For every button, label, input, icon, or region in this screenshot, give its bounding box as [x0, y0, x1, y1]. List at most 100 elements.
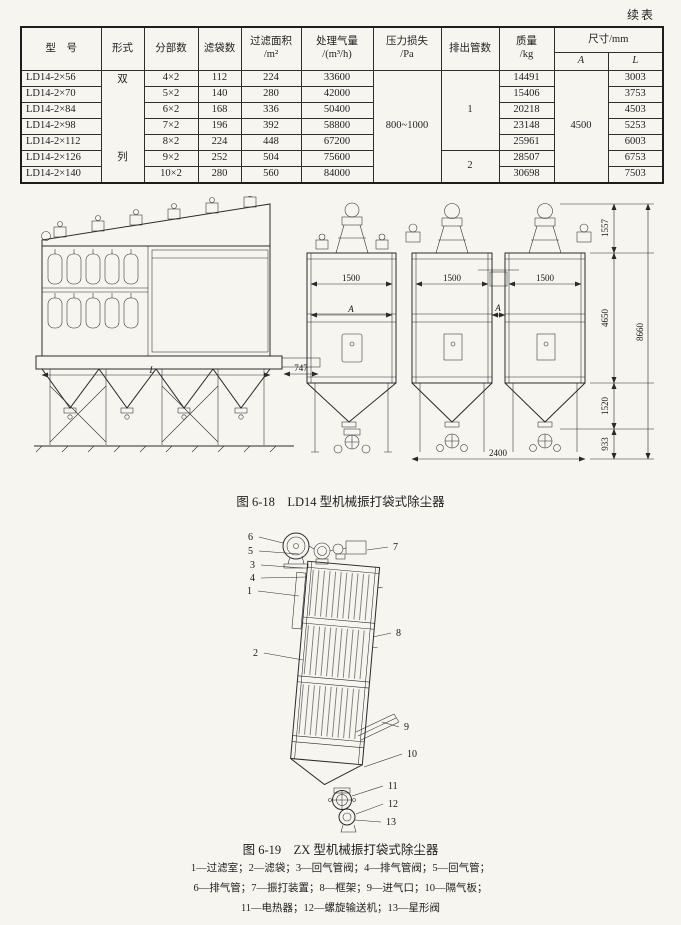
cell-form: 双 列 — [100, 70, 145, 184]
cell-outlets-1: 1 — [440, 70, 500, 151]
cell-capacity: 67200 — [300, 134, 374, 151]
header-capacity-line2: /(m³/h) — [322, 49, 352, 60]
fig2-inlet-duct — [355, 713, 400, 741]
cell-dim-l: 5253 — [607, 118, 664, 135]
table-row: LD14-2×70 5×2 140 280 42000 15406 3753 — [20, 86, 664, 103]
header-capacity-line1: 处理气量 — [316, 36, 358, 48]
header-dim-l: L — [607, 52, 664, 71]
parts-list-line-1: 1—过滤室；2—滤袋；3—回气管阀；4—排气管阀；5—回气管； — [190, 863, 491, 874]
callout-1: 1 — [247, 586, 252, 597]
cell-area: 504 — [240, 150, 302, 167]
table-row: LD14-2×126 9×2 252 504 75600 2 28507 675… — [20, 150, 664, 184]
cell-capacity: 84000 — [300, 166, 374, 184]
dim-label-2400: 2400 — [489, 448, 508, 458]
callout-6: 6 — [248, 532, 253, 543]
fig2-top-assembly — [282, 532, 367, 569]
header-filter-area-line2: /m² — [263, 49, 279, 60]
callout-11: 11 — [388, 781, 398, 792]
cell-capacity: 75600 — [300, 150, 374, 167]
fig2-bottom-assembly — [328, 787, 357, 833]
dim-label-L: L — [148, 365, 154, 375]
cell-area: 448 — [240, 134, 302, 151]
header-mass-line2: /kg — [519, 49, 534, 60]
fig1-side-view: L 747 — [34, 196, 321, 453]
cell-area: 560 — [240, 166, 302, 184]
cell-sections: 6×2 — [143, 102, 199, 119]
dim-label-1520: 1520 — [600, 397, 610, 416]
header-bags: 滤袋数 — [197, 26, 242, 71]
header-dim-a: A — [553, 52, 609, 71]
cell-capacity: 50400 — [300, 102, 374, 119]
cell-model: LD14-2×126 — [20, 150, 102, 167]
header-outlets: 排出管数 — [440, 26, 500, 71]
form-bottom-label: 列 — [117, 151, 128, 163]
figure-6-19-caption: 图 6-19 ZX 型机械振打袋式除尘器 — [242, 843, 439, 857]
cell-model: LD14-2×98 — [20, 118, 102, 135]
callout-10: 10 — [407, 749, 417, 760]
cell-mass: 23148 — [498, 118, 555, 135]
cell-dim-a: 4500 — [553, 70, 609, 184]
cell-mass: 15406 — [498, 86, 555, 103]
cell-mass: 14491 — [498, 70, 555, 87]
cell-model: LD14-2×70 — [20, 86, 102, 103]
callout-7: 7 — [393, 542, 398, 553]
callout-3: 3 — [250, 560, 255, 571]
cell-area: 224 — [240, 70, 302, 87]
figure-6-18-caption: 图 6-18 LD14 型机械振打袋式除尘器 — [236, 495, 445, 509]
parts-list-line-2: 6—排气管；7—振打装置；8—框架；9—进气口；10—隔气板； — [193, 883, 488, 894]
cell-mass: 30698 — [498, 166, 555, 184]
cell-mass: 28507 — [498, 150, 555, 167]
cell-area: 392 — [240, 118, 302, 135]
parts-list-line-3: 11—电热器；12—螺旋输送机；13—星形阀 — [240, 903, 441, 914]
cell-pressure: 800~1000 — [372, 70, 442, 184]
cell-mass: 25961 — [498, 134, 555, 151]
form-top-label: 双 — [117, 74, 128, 85]
cell-bags: 280 — [197, 166, 242, 184]
header-mass-line1: 质量 — [516, 36, 537, 48]
dim-label-933: 933 — [600, 437, 610, 451]
cell-area: 336 — [240, 102, 302, 119]
header-form: 形式 — [100, 26, 145, 71]
header-dimensions: 尺寸/mm — [553, 26, 664, 53]
fig1-front-view-single: 1500 A — [306, 202, 397, 454]
figure-6-18-drawing: L 747 1500 A — [34, 196, 654, 462]
cell-dim-l: 6753 — [607, 150, 664, 167]
cell-model: LD14-2×56 — [20, 70, 102, 87]
cell-sections: 5×2 — [143, 86, 199, 103]
cell-bags: 224 — [197, 134, 242, 151]
table-row: LD14-2×56 双 列 4×2 112 224 33600 800~1000… — [20, 70, 664, 184]
dim-label-1500-right: 1500 — [536, 273, 555, 283]
cell-model: LD14-2×112 — [20, 134, 102, 151]
header-sections: 分部数 — [143, 26, 199, 71]
callout-5: 5 — [248, 546, 253, 557]
cell-dim-l: 4503 — [607, 102, 664, 119]
dim-label-1500-left: 1500 — [443, 273, 462, 283]
cell-sections: 9×2 — [143, 150, 199, 167]
header-pressure-line1: 压力损失 — [386, 36, 428, 48]
dim-label-4650: 4650 — [600, 309, 610, 328]
cell-outlets-2: 2 — [440, 150, 500, 184]
cell-mass: 20218 — [498, 102, 555, 119]
cell-bags: 112 — [197, 70, 242, 87]
header-pressure-line2: /Pa — [400, 49, 414, 60]
cell-dim-l: 7503 — [607, 166, 664, 184]
cell-capacity: 33600 — [300, 70, 374, 87]
figure-6-19-drawing: 6 5 3 4 1 7 8 2 9 10 11 12 13 — [247, 532, 417, 833]
cell-dim-l: 3753 — [607, 86, 664, 103]
cell-area: 280 — [240, 86, 302, 103]
cell-sections: 7×2 — [143, 118, 199, 135]
dim-label-A-double: A — [494, 303, 501, 313]
cell-dim-l: 6003 — [607, 134, 664, 151]
cell-dim-l: 3003 — [607, 70, 664, 87]
cell-sections: 10×2 — [143, 166, 199, 184]
fig2-callouts: 6 5 3 4 1 7 8 2 9 10 11 12 13 — [247, 532, 417, 828]
fig1-front-view-double: 1500 1500 A 2400 — [405, 203, 592, 462]
header-filter-area: 过滤面积 /m² — [240, 26, 302, 71]
header-mass: 质量 /kg — [498, 26, 555, 71]
dim-label-1557: 1557 — [600, 219, 610, 238]
dim-label-747: 747 — [294, 363, 308, 373]
cell-model: LD14-2×140 — [20, 166, 102, 184]
callout-8: 8 — [396, 628, 401, 639]
header-pressure-loss: 压力损失 /Pa — [372, 26, 442, 71]
